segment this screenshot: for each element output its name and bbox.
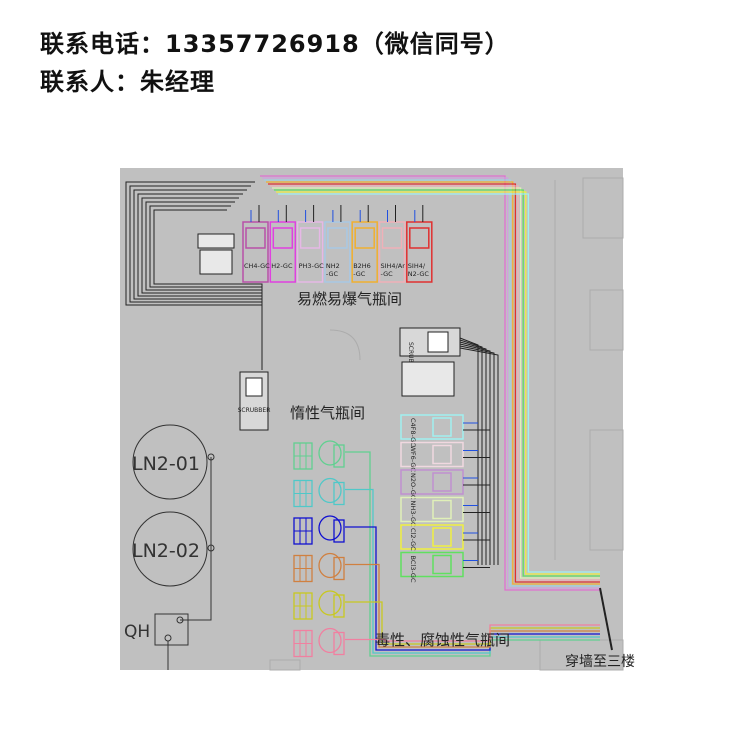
inert-room-label: 惰性气瓶间 [290, 404, 365, 422]
ln2-tanks [132, 424, 215, 670]
cabinet-label: PH3-GC [299, 262, 325, 270]
gas-cabinet: NH2-GC [324, 205, 351, 283]
cabinet-label: CH4-GC [244, 262, 270, 270]
gas-cabinet: H2-GC [269, 205, 297, 283]
exhaust-pipe [153, 209, 263, 370]
cabinet-label: NH3-GC [409, 501, 417, 528]
gas-pipe [260, 175, 600, 591]
cabinet-label: -GC [353, 270, 366, 278]
gas-pipe [272, 187, 600, 579]
gas-pipe [262, 177, 600, 589]
wall-note: 穿墙至三楼 [565, 654, 635, 670]
exhaust-pipe [459, 347, 499, 565]
scrubber-right: SCRUBBER [399, 327, 461, 375]
qh-box [154, 613, 189, 646]
exhaust-pipe [459, 337, 479, 565]
cabinet-label: -GC [326, 270, 339, 278]
gas-pipe [268, 183, 600, 583]
gas-pipe [345, 601, 600, 645]
svg-text:SCRUBBER: SCRUBBER [238, 407, 271, 414]
gas-cabinet: SIH4/Ar-GC [378, 205, 406, 283]
cabinet-label: B2H6 [353, 262, 371, 270]
gas-pipe [345, 526, 600, 651]
gas-pipe [278, 193, 600, 573]
flammable-room-label: 易燃易爆气瓶间 [297, 290, 402, 308]
gas-cabinet: Cl2-GC [400, 524, 490, 551]
contact-person: 联系人：朱经理 [40, 68, 215, 96]
toxic-room-label: 毒性、腐蚀性气瓶间 [375, 631, 510, 649]
gas-pipe [345, 488, 600, 654]
qh-label: QH [124, 622, 150, 642]
gas-cabinet: SIH4/N2-GC [406, 205, 433, 283]
contact-phone: 联系电话：13357726918（微信同号） [40, 30, 510, 58]
cabinet-label: NH2 [326, 262, 340, 270]
cabinet-label: WF6-GC [409, 446, 417, 473]
tank-label: LN2-02 [132, 540, 200, 562]
cabinet-label: SIH4/ [408, 262, 426, 270]
tank-ln2-02 [132, 511, 208, 587]
scrubber-left: SCRUBBER [238, 371, 271, 431]
cylinder-rack [293, 515, 345, 545]
gas-pipe [264, 179, 600, 587]
gas-cabinet: BCl3-GC [400, 551, 490, 583]
gas-pipe [345, 624, 600, 642]
exhaust-pipe [459, 343, 491, 565]
gas-pipe [274, 189, 600, 577]
valve-panel-top [197, 233, 455, 397]
cylinder-rack [293, 440, 345, 470]
cabinet-label: H2-GC [271, 262, 293, 270]
pipe-bundle-edge [599, 587, 613, 651]
gas-cabinet: PH3-GC [296, 205, 325, 283]
cabinet-label: BCl3-GC [409, 556, 417, 583]
tank-label: LN2-01 [132, 453, 200, 475]
pipe-bundle [125, 175, 613, 657]
cabinet-label: N2O-GC [409, 473, 417, 500]
exhaust-pipe [459, 339, 483, 565]
gas-pipe [345, 563, 600, 648]
svg-text:SCRUBBER: SCRUBBER [407, 342, 414, 375]
inert-racks [293, 440, 345, 658]
drawing-background [120, 168, 623, 670]
gas-pipe [266, 181, 600, 585]
exhaust-pipe [459, 345, 495, 565]
cylinder-rack [293, 590, 345, 620]
cabinet-label: -GC [381, 270, 394, 278]
cabinet-label: C4F8-GC [409, 418, 417, 447]
cabinet-label: N2-GC [408, 270, 430, 278]
gas-cabinet: NH3-GC [400, 496, 490, 528]
tank-ln2-01 [132, 424, 208, 500]
cylinder-rack [293, 552, 345, 583]
gas-cabinet: N2O-GC [400, 469, 490, 500]
gas-cabinet: B2H6-GC [351, 205, 378, 283]
gas-pipe [276, 191, 600, 575]
gas-pipe [270, 185, 600, 581]
cabinet-label: Cl2-GC [409, 528, 417, 551]
exhaust-pipe [459, 341, 487, 565]
cylinder-rack [293, 627, 345, 658]
gas-pipe [345, 451, 600, 657]
cylinder-rack [293, 477, 345, 508]
gas-cabinet: CH4-GC [242, 205, 270, 283]
gas-cabinet: C4F8-GC [400, 414, 490, 447]
gas-cabinet: WF6-GC [400, 441, 490, 473]
cabinet-label: SIH4/Ar [381, 262, 406, 270]
